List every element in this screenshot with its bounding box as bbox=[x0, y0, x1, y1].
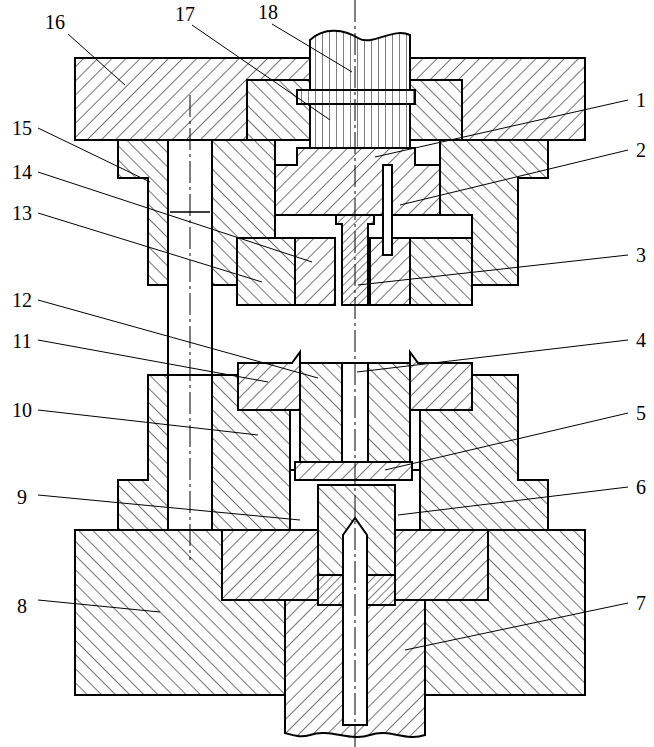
punch-plate bbox=[237, 238, 295, 305]
callout-number: 7 bbox=[635, 593, 647, 613]
stripper-ring bbox=[238, 352, 300, 410]
punch-plate bbox=[410, 238, 472, 305]
callout-number: 17 bbox=[174, 4, 196, 24]
leader-lines bbox=[38, 24, 628, 650]
callout-number: 3 bbox=[635, 245, 647, 265]
stripper-ring bbox=[410, 352, 472, 410]
callout-number: 10 bbox=[11, 400, 33, 420]
callout-number: 16 bbox=[44, 12, 66, 32]
callout-number: 2 bbox=[635, 140, 647, 160]
callout-number: 12 bbox=[11, 290, 33, 310]
callout-number: 1 bbox=[635, 90, 647, 110]
ejector-plate bbox=[295, 462, 412, 480]
callout-number: 18 bbox=[257, 2, 279, 22]
callout-number: 13 bbox=[11, 203, 33, 223]
callout-number: 5 bbox=[635, 403, 647, 423]
callout-number: 6 bbox=[635, 477, 647, 497]
callout-number: 4 bbox=[635, 330, 647, 350]
center-line bbox=[190, 95, 191, 560]
backing-plate bbox=[275, 148, 440, 215]
callout-number: 15 bbox=[11, 118, 33, 138]
callout-number: 11 bbox=[11, 331, 32, 351]
punch-plate bbox=[295, 238, 335, 305]
center-line bbox=[355, 0, 356, 747]
shank-flange bbox=[297, 90, 415, 104]
callout-number: 8 bbox=[16, 596, 28, 616]
callout-number: 14 bbox=[11, 162, 33, 182]
callout-number: 9 bbox=[16, 487, 28, 507]
pin bbox=[383, 165, 392, 255]
